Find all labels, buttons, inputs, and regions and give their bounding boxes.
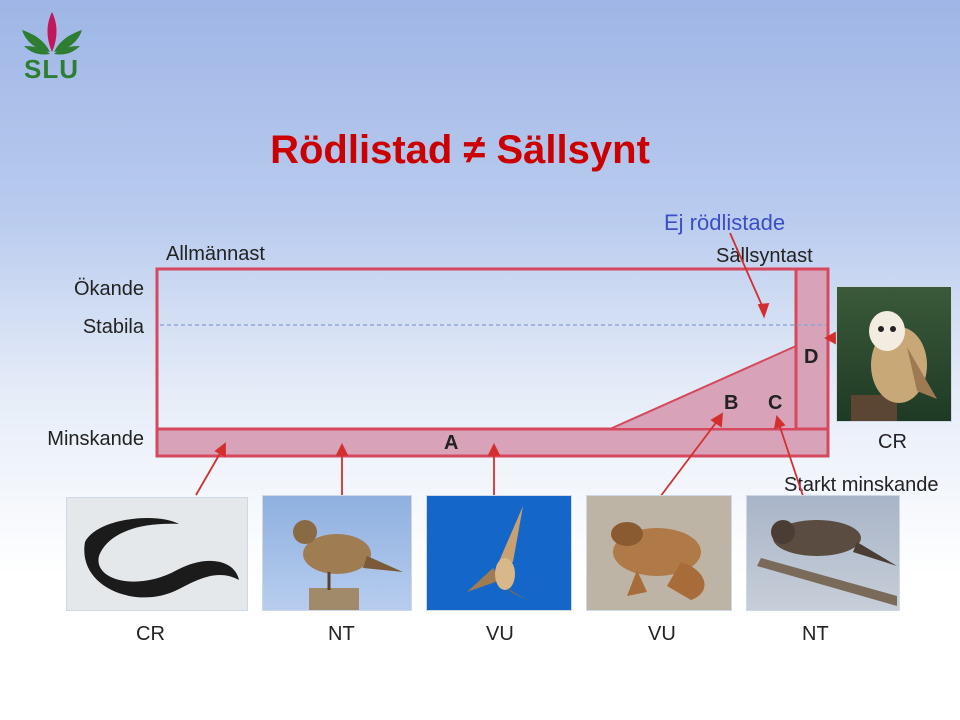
zone-b-triangle: [610, 346, 796, 429]
frog-photo: [586, 495, 732, 611]
hawk-icon: [427, 496, 571, 610]
arrow-not-redlisted: [730, 233, 764, 310]
eel-photo: [66, 497, 248, 611]
lark-photo: [262, 495, 412, 611]
frog-icon: [587, 496, 731, 610]
zone-c-label: C: [768, 392, 782, 415]
owl-photo: [836, 286, 952, 422]
nightjar-icon: [747, 496, 899, 610]
species-category-frog: VU: [648, 623, 676, 646]
lark-icon: [263, 496, 411, 610]
species-category-lark: NT: [328, 623, 355, 646]
hawk-photo: [426, 495, 572, 611]
nightjar-photo: [746, 495, 900, 611]
zone-b-label: B: [724, 392, 738, 415]
owl-icon: [837, 287, 951, 421]
eel-icon: [67, 498, 247, 610]
species-category-hawk: VU: [486, 623, 514, 646]
zone-a-label: A: [444, 432, 458, 455]
species-category-nightjar: NT: [802, 623, 829, 646]
zone-d-label: D: [804, 346, 818, 369]
species-category-eel: CR: [136, 623, 165, 646]
